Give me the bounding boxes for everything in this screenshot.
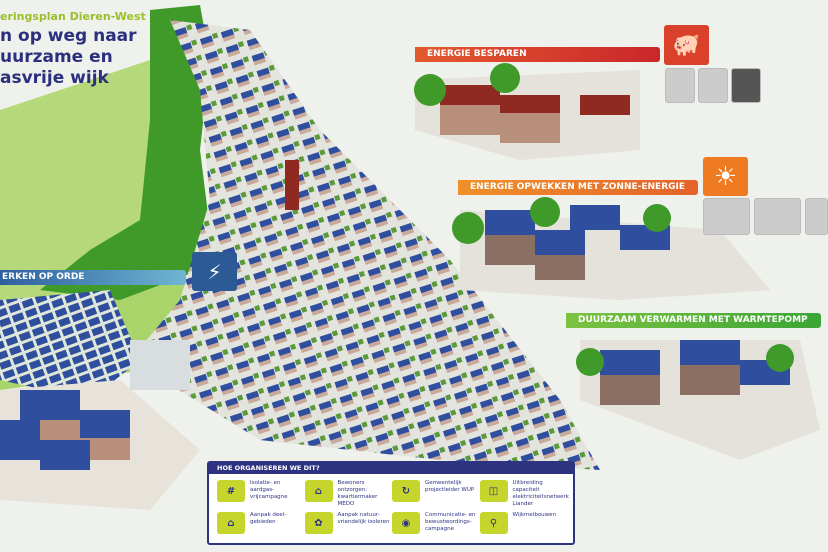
appliance-thumbnail [698,68,728,103]
title-line: asvrije wijk [0,68,109,88]
appliance-thumbnail [665,68,695,103]
legend-item: ⌂Bewoners ontzorgen: kwartiermaker MEDO [304,480,393,507]
banner-netwerken-op-orde: ERKEN OP ORDE [0,270,186,285]
lightning-icon: ⚡ [192,252,237,291]
legend-item-label: Communicatie- en bewustwordings-campagne [425,512,476,532]
district-icon: ⌂ [217,512,245,534]
legend-item-label: Isolatie- en aardgas-vrijcampagne [250,480,288,500]
banner-energie-besparen: ENERGIE BESPAREN [415,47,660,62]
banner-warmtepomp: DUURZAAM VERWARMEN MET WARMTEPOMP [566,313,821,328]
solar-thumbnail [703,198,750,235]
sun-icon: ☀ [703,157,748,196]
grid-battery-icon: ◫ [479,480,508,502]
charger-thumbnail [805,198,828,235]
legend-item-label: Bewoners ontzorgen: kwartiermaker MEDO [337,480,378,507]
title-line: uurzame en [0,47,113,67]
page-title: n op weg naar uurzame en asvrije wijk [0,26,160,89]
legend-item-label: Gemeentelijk projectleider WUP [425,480,475,493]
church [285,160,299,210]
legend-item-label: Wijkmeibouwen [512,512,557,518]
banner-zonne-energie: ENERGIE OPWEKKEN MET ZONNE-ENERGIE [458,180,698,195]
tree-belt [40,5,210,300]
legend-item: #Isolatie- en aardgas-vrijcampagne [217,480,305,506]
legend-item-label: Aanpak deel-gebieden [250,512,287,525]
legend-item: ↻ Gemeentelijk projectleider WUP [392,480,480,506]
title-block: eringsplan Dieren-West n op weg naar uur… [0,10,160,89]
residential-area [130,20,600,470]
solar-field [0,290,140,400]
installer-thumbnail [754,198,801,235]
piggy-bank-icon: 🐖 [664,25,709,65]
tanks [130,340,190,390]
eye-house-icon: ◉ [392,512,420,534]
plan-subtitle: eringsplan Dieren-West [0,10,146,23]
lamp-thumbnail [731,68,761,103]
legend-grid: #Isolatie- en aardgas-vrijcampagne⌂Bewon… [209,474,573,538]
legend-panel: HOE ORGANISEREN WE DIT? #Isolatie- en aa… [207,461,575,545]
title-line: n op weg naar [0,26,137,46]
hashtag-phone-icon: # [217,480,245,502]
cycle-house-icon: ↻ [392,480,420,502]
bird-house-icon: ✿ [304,512,333,534]
legend-item: ✿ Aanpak natuur-vriendelijk isoleren [304,512,393,538]
legend-item-label: Aanpak natuur-vriendelijk isoleren [337,512,390,525]
legend-item: ⚲ Wijkmeibouwen [479,512,568,538]
legend-title: HOE ORGANISEREN WE DIT? [209,463,573,474]
legend-item: ◫Uitbreiding capaciteit elektriciteitsne… [479,480,569,507]
search-house-icon: ⚲ [479,512,508,534]
hand-house-icon: ⌂ [304,480,333,502]
legend-item: ⌂ Aanpak deel-gebieden [217,512,305,538]
legend-item: ◉Communicatie- en bewustwordings-campagn… [392,512,480,538]
legend-item-label: Uitbreiding capaciteit elektriciteitsnet… [512,480,569,507]
